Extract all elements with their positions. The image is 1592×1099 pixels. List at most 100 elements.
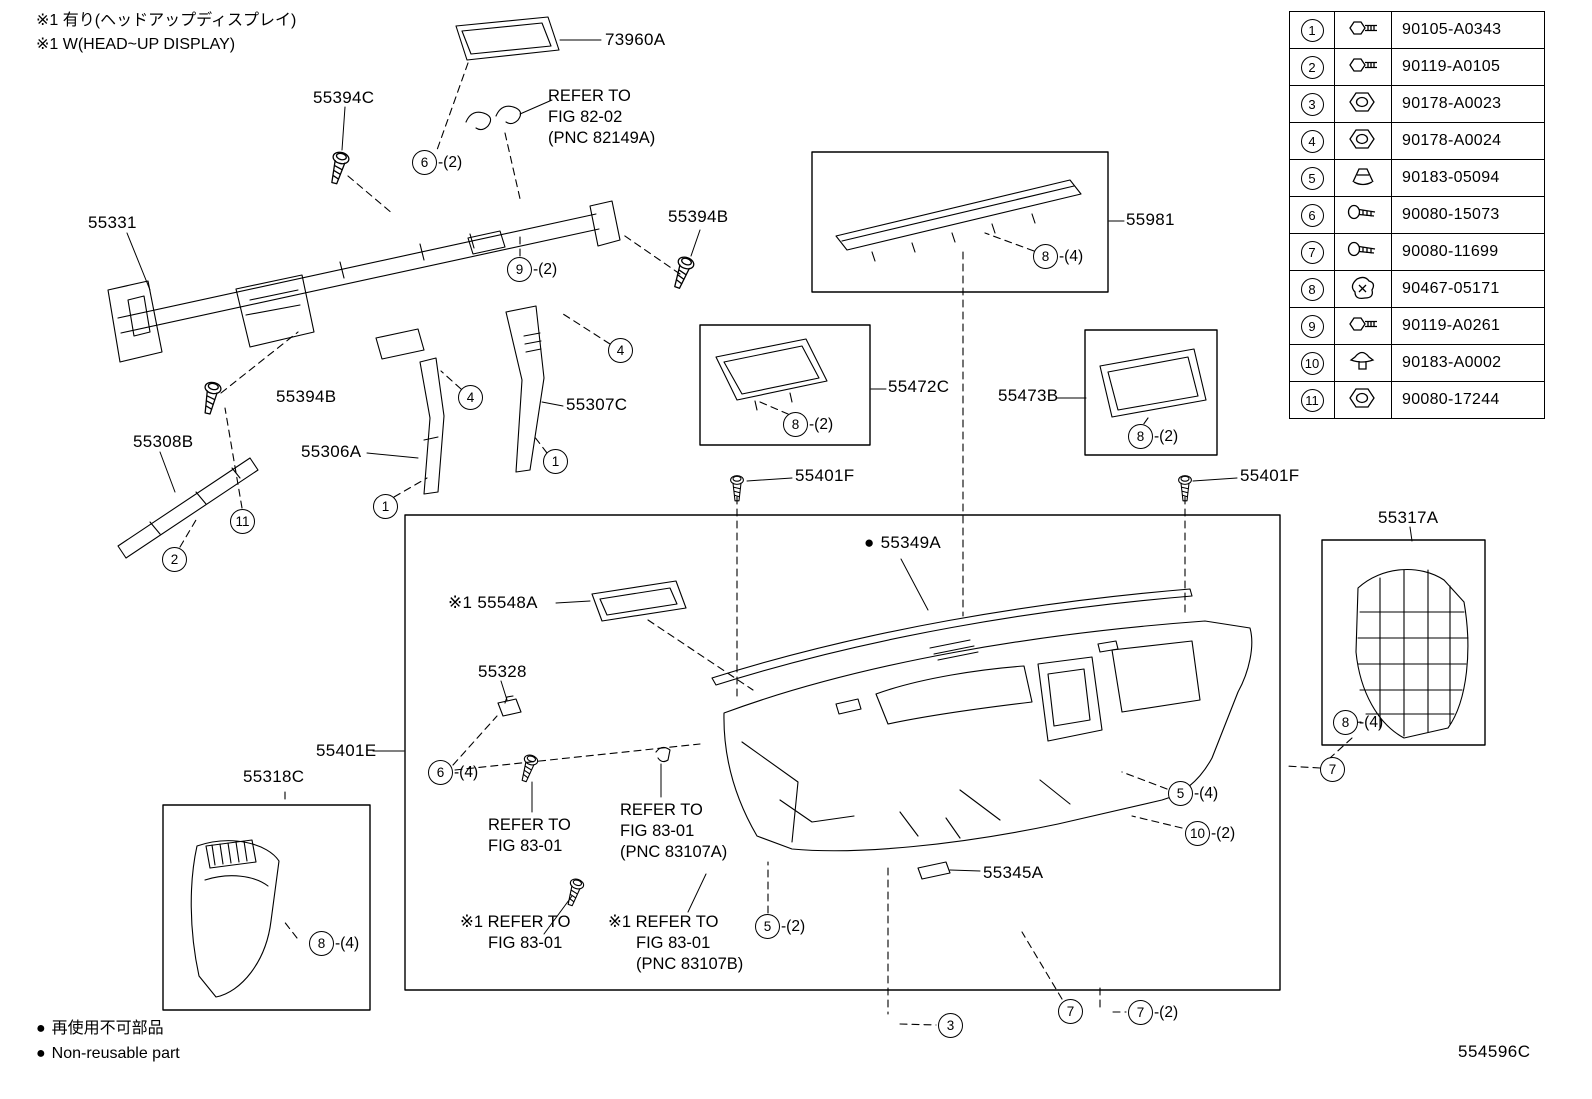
fastener-part-number: 90178-A0023 — [1391, 85, 1545, 123]
part-label-55394b-left: 55394B — [276, 387, 337, 406]
fastener-part-number: 90178-A0024 — [1391, 122, 1545, 160]
part-label-55401f-left: 55401F — [795, 466, 855, 485]
callout-8-2a: 8-(2) — [783, 412, 833, 437]
callout-7a: 7 — [1320, 757, 1346, 782]
callout-count: -(2) — [1211, 824, 1236, 842]
part-label-55548a: ※1 55548A — [448, 593, 538, 612]
refer-line: FIG 82-02 — [548, 108, 623, 126]
callout-circle: 4 — [458, 385, 483, 410]
callout-4b: 4 — [458, 385, 484, 410]
diagram-code: 554596C — [1458, 1042, 1531, 1061]
refer-line: REFER TO — [548, 87, 631, 105]
refer-note-fig83-01-star-mid: ※1 REFER TO FIG 83-01 (PNC 83107B) — [608, 912, 743, 975]
table-row: 7 90080-11699 — [1289, 233, 1545, 271]
fastener-part-number: 90080-17244 — [1391, 381, 1545, 419]
footer-note-en-text: Non-reusable part — [51, 1045, 180, 1062]
fastener-number: 10 — [1300, 351, 1324, 375]
flange-bolt-icon — [1349, 57, 1378, 72]
callout-circle: 10 — [1185, 821, 1210, 846]
non-reusable-dot: ● — [36, 1020, 46, 1037]
fastener-icon-cell — [1334, 11, 1392, 49]
refer-line: FIG 83-01 — [636, 934, 711, 952]
part-label-73960a: 73960A — [605, 30, 666, 49]
callout-circle: 8 — [1033, 244, 1058, 269]
callout-8-4b: 8-(4) — [1333, 710, 1383, 735]
callout-count: -(4) — [1359, 713, 1384, 731]
fastener-part-number: 90119-A0261 — [1391, 307, 1545, 345]
callout-count: -(2) — [533, 260, 558, 278]
table-row: 5 90183-05094 — [1289, 159, 1545, 197]
callout-circle: 5 — [755, 914, 780, 939]
part-label-55394c: 55394C — [313, 88, 375, 107]
callout-7-2: 7-(2) — [1128, 1000, 1178, 1025]
part-label-55472c: 55472C — [888, 377, 950, 396]
callout-circle: 3 — [938, 1013, 963, 1038]
refer-line: (PNC 83107B) — [636, 955, 744, 973]
table-row: 3 90178-A0023 — [1289, 85, 1545, 123]
callout-count: -(2) — [438, 153, 463, 171]
refer-note-fig83-01-left: REFER TO FIG 83-01 — [488, 815, 571, 857]
callout-count: -(4) — [1194, 784, 1219, 802]
fastener-number-cell: 4 — [1289, 122, 1335, 160]
fastener-part-number: 90105-A0343 — [1391, 11, 1545, 49]
fastener-number-cell: 5 — [1289, 159, 1335, 197]
claw-clip-icon — [1351, 276, 1375, 299]
refer-line: ※1 REFER TO — [460, 913, 571, 931]
callout-circle: 8 — [1333, 710, 1358, 735]
fastener-icon-cell — [1334, 381, 1392, 419]
callout-circle: 8 — [1128, 424, 1153, 449]
part-label-55306a: 55306A — [301, 442, 362, 461]
fastener-number-cell: 2 — [1289, 48, 1335, 86]
table-row: 2 90119-A0105 — [1289, 48, 1545, 86]
non-reusable-dot: ● — [36, 1045, 46, 1062]
non-reusable-dot: ● — [864, 533, 875, 552]
fastener-number-cell: 8 — [1289, 270, 1335, 308]
callout-circle: 1 — [543, 449, 568, 474]
fastener-number: 9 — [1300, 314, 1324, 338]
callout-1b: 1 — [373, 494, 399, 519]
fastener-number-cell: 10 — [1289, 344, 1335, 382]
refer-line: FIG 83-01 — [620, 822, 695, 840]
assembly-dashed-lines — [179, 62, 1362, 1026]
fastener-number: 4 — [1300, 129, 1324, 153]
fastener-number-cell: 6 — [1289, 196, 1335, 234]
fastener-number-cell: 9 — [1289, 307, 1335, 345]
refer-line: FIG 83-01 — [488, 837, 563, 855]
footer-note-en: ● Non-reusable part — [36, 1043, 180, 1065]
callout-count: -(4) — [1059, 247, 1084, 265]
callout-8-4a: 8-(4) — [1033, 244, 1083, 269]
part-label-55401f-right: 55401F — [1240, 466, 1300, 485]
callout-circle: 4 — [608, 338, 633, 363]
fastener-part-number: 90080-11699 — [1391, 233, 1545, 271]
fastener-number: 8 — [1300, 277, 1324, 301]
refer-line: (PNC 82149A) — [548, 129, 656, 147]
table-row: 8 90467-05171 — [1289, 270, 1545, 308]
part-label-55349a: ●55349A — [864, 533, 941, 553]
callout-11: 11 — [230, 509, 256, 534]
callout-circle: 8 — [783, 412, 808, 437]
fastener-number-cell: 11 — [1289, 381, 1335, 419]
callout-count: -(4) — [335, 934, 360, 952]
fastener-icon-cell — [1334, 85, 1392, 123]
callout-5-2: 5-(2) — [755, 914, 805, 939]
part-label-55328: 55328 — [478, 662, 527, 681]
callout-7b: 7 — [1058, 999, 1084, 1024]
refer-note-fig82-02: REFER TO FIG 82-02 (PNC 82149A) — [548, 86, 655, 149]
table-row: 4 90178-A0024 — [1289, 122, 1545, 160]
fastener-number-cell: 7 — [1289, 233, 1335, 271]
fastener-icon-cell — [1334, 344, 1392, 382]
part-label-55394b-right: 55394B — [668, 207, 729, 226]
callout-9-2: 9-(2) — [507, 257, 557, 282]
side-panel-right-drawing — [1355, 569, 1469, 739]
callout-count: -(2) — [781, 917, 806, 935]
fastener-part-number: 90183-05094 — [1391, 159, 1545, 197]
fastener-table: 1 90105-A0343 2 90119-A0105 3 90178-A002… — [1289, 11, 1545, 419]
callout-circle: 7 — [1128, 1000, 1153, 1025]
fastener-icon-cell — [1334, 307, 1392, 345]
nut-icon — [1349, 128, 1375, 149]
washer-screw-icon — [1347, 241, 1376, 256]
part-label-55401e: 55401E — [316, 741, 377, 760]
table-row: 6 90080-15073 — [1289, 196, 1545, 234]
callout-circle: 9 — [507, 257, 532, 282]
callout-circle: 2 — [162, 547, 187, 572]
